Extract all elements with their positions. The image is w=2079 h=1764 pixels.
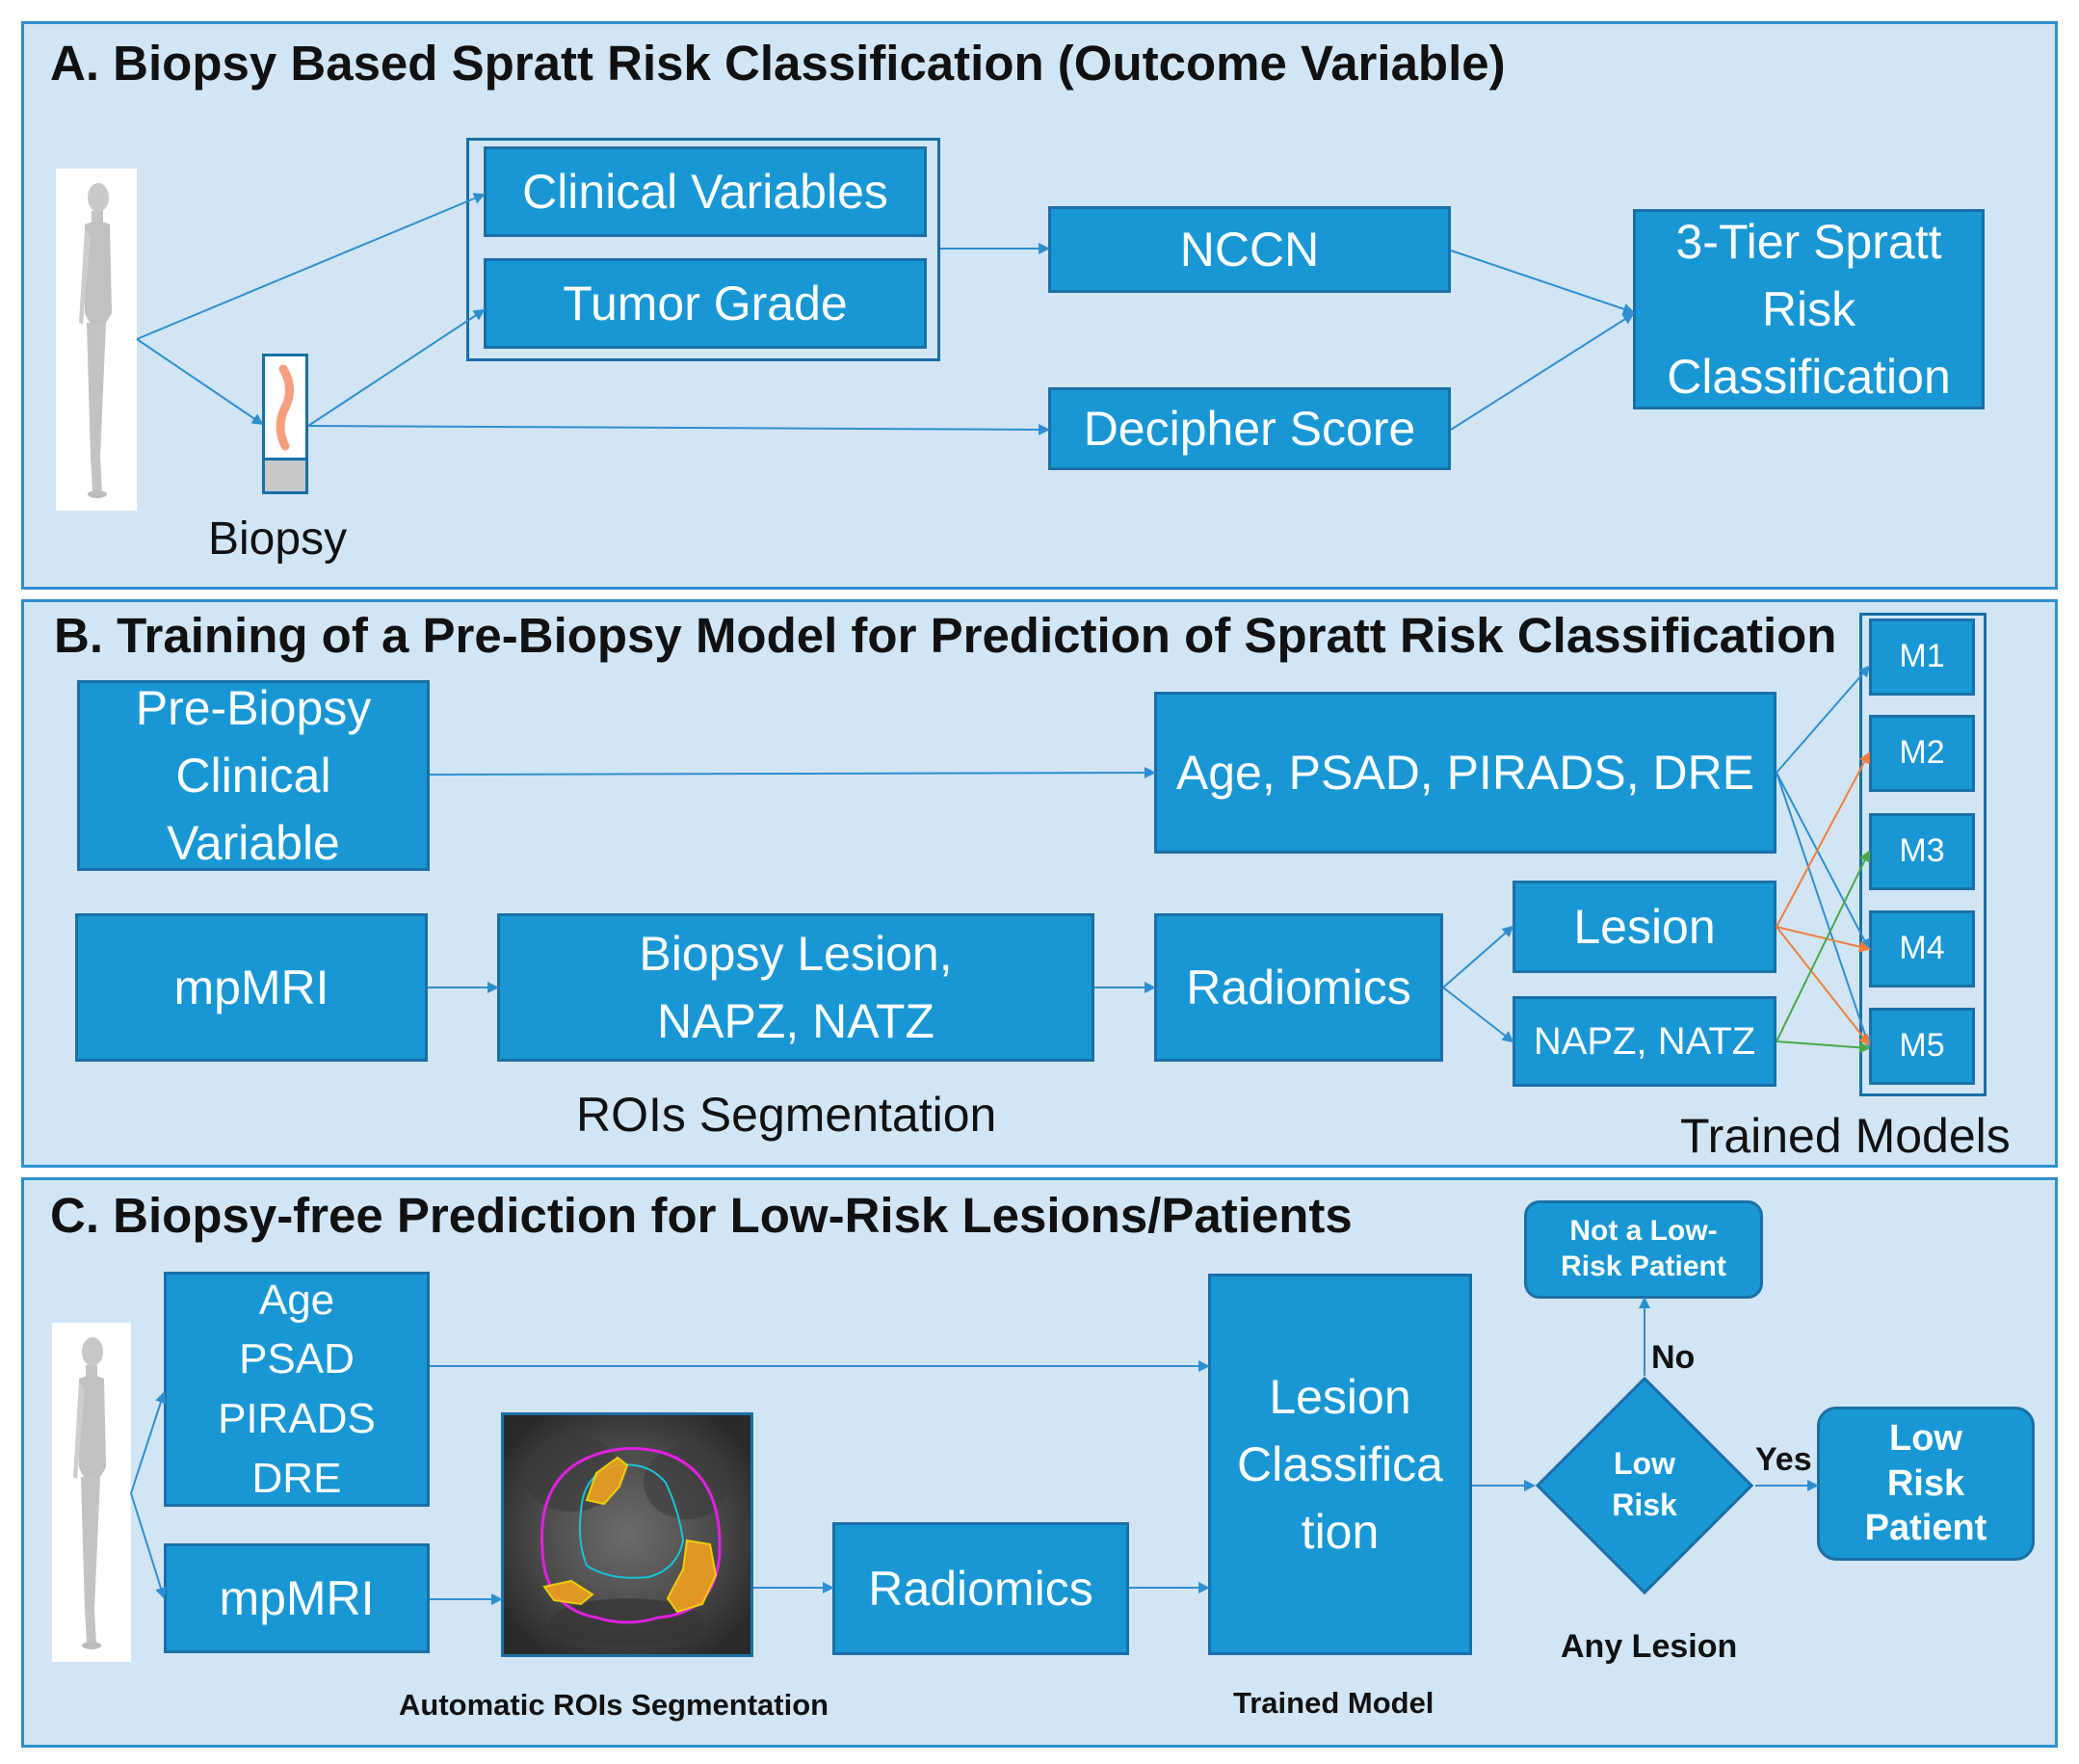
pre-biopsy-clinical-box: Pre-Biopsy Clinical Variable bbox=[77, 680, 430, 871]
clinical-grade-group-frame bbox=[466, 138, 940, 361]
clinical-variables-box: Clinical Variables bbox=[484, 146, 927, 237]
mpmri-box-b: mpMRI bbox=[75, 913, 428, 1062]
low-risk-patient-box: Low Risk Patient bbox=[1817, 1407, 2035, 1561]
mri-segmentation-image bbox=[501, 1412, 753, 1657]
arrow-decipher-to-spratt bbox=[1450, 312, 1635, 431]
panel-c-title: C. Biopsy-free Prediction for Low-Risk L… bbox=[50, 1188, 1353, 1243]
arrow-figure-to-biopsy bbox=[136, 338, 264, 426]
clinical-features-box: Age, PSAD, PIRADS, DRE bbox=[1154, 692, 1776, 854]
decipher-score-box: Decipher Score bbox=[1048, 387, 1451, 470]
arrow-nccn-to-spratt bbox=[1450, 250, 1635, 315]
spratt-classification-box: 3-Tier Spratt Risk Classification bbox=[1633, 209, 1985, 409]
rois-box: Biopsy Lesion, NAPZ, NATZ bbox=[497, 913, 1094, 1062]
arrow-napz-to-m5 bbox=[1776, 1040, 1871, 1054]
arrow-biopsy-to-decipher bbox=[307, 423, 1050, 435]
decision-diamond-label: Low Risk bbox=[1612, 1446, 1677, 1523]
biopsy-core-icon bbox=[262, 354, 308, 494]
trained-models-label: Trained Models bbox=[1680, 1109, 2011, 1163]
radiomics-box-c: Radiomics bbox=[832, 1522, 1129, 1655]
model-box-m5: M5 bbox=[1869, 1008, 1975, 1085]
arrow-figure-to-mpmri-c bbox=[130, 1492, 167, 1599]
arrow-lesion-to-m5 bbox=[1776, 926, 1871, 1046]
arrow-napz-to-m3 bbox=[1776, 850, 1871, 1042]
arrow-features-to-m5 bbox=[1776, 772, 1872, 1048]
clinical-features-box-c: Age PSAD PIRADS DRE bbox=[164, 1272, 430, 1507]
any-lesion-label: Any Lesion bbox=[1561, 1628, 1738, 1665]
radiomics-box-b: Radiomics bbox=[1154, 913, 1443, 1062]
model-box-m2: M2 bbox=[1869, 715, 1975, 792]
panel-b-title: B. Training of a Pre-Biopsy Model for Pr… bbox=[54, 608, 1837, 663]
arrow-biopsy-to-grade bbox=[307, 308, 486, 427]
arrow-features-to-m1 bbox=[1776, 665, 1871, 774]
panel-a-title: A. Biopsy Based Spratt Risk Classificati… bbox=[50, 36, 1506, 91]
automatic-rois-segmentation-label: Automatic ROIs Segmentation bbox=[399, 1688, 829, 1722]
model-box-m4: M4 bbox=[1869, 910, 1975, 987]
arrow-radiomics-to-napz bbox=[1442, 987, 1514, 1043]
rois-segmentation-label: ROIs Segmentation bbox=[576, 1088, 997, 1142]
trained-model-label: Trained Model bbox=[1233, 1686, 1434, 1720]
tumor-grade-box: Tumor Grade bbox=[484, 258, 927, 349]
arrow-figure-to-clinical-c bbox=[130, 1391, 167, 1494]
arrow-radiomics-to-lesion bbox=[1442, 925, 1514, 988]
human-figure-icon bbox=[52, 1323, 131, 1662]
yes-label: Yes bbox=[1755, 1441, 1812, 1478]
lesion-box: Lesion bbox=[1513, 881, 1776, 973]
arrow-prebiopsy-to-features bbox=[429, 767, 1156, 779]
napz-natz-box: NAPZ, NATZ bbox=[1513, 996, 1776, 1087]
arrow-features-to-m4 bbox=[1776, 772, 1870, 951]
model-box-m1: M1 bbox=[1869, 619, 1975, 696]
nccn-box: NCCN bbox=[1048, 206, 1451, 293]
arrow-lesion-to-m2 bbox=[1776, 751, 1870, 928]
arrow-figure-to-clinical bbox=[136, 193, 486, 340]
model-box-m3: M3 bbox=[1869, 813, 1975, 890]
mpmri-box-c: mpMRI bbox=[164, 1543, 430, 1653]
biopsy-label: Biopsy bbox=[208, 513, 348, 565]
human-figure-icon bbox=[56, 169, 137, 511]
lesion-classification-box: Lesion Classifica tion bbox=[1208, 1274, 1472, 1655]
not-low-risk-box: Not a Low- Risk Patient bbox=[1524, 1200, 1763, 1299]
arrow-lesion-to-m4 bbox=[1776, 926, 1871, 953]
no-label: No bbox=[1651, 1339, 1696, 1376]
